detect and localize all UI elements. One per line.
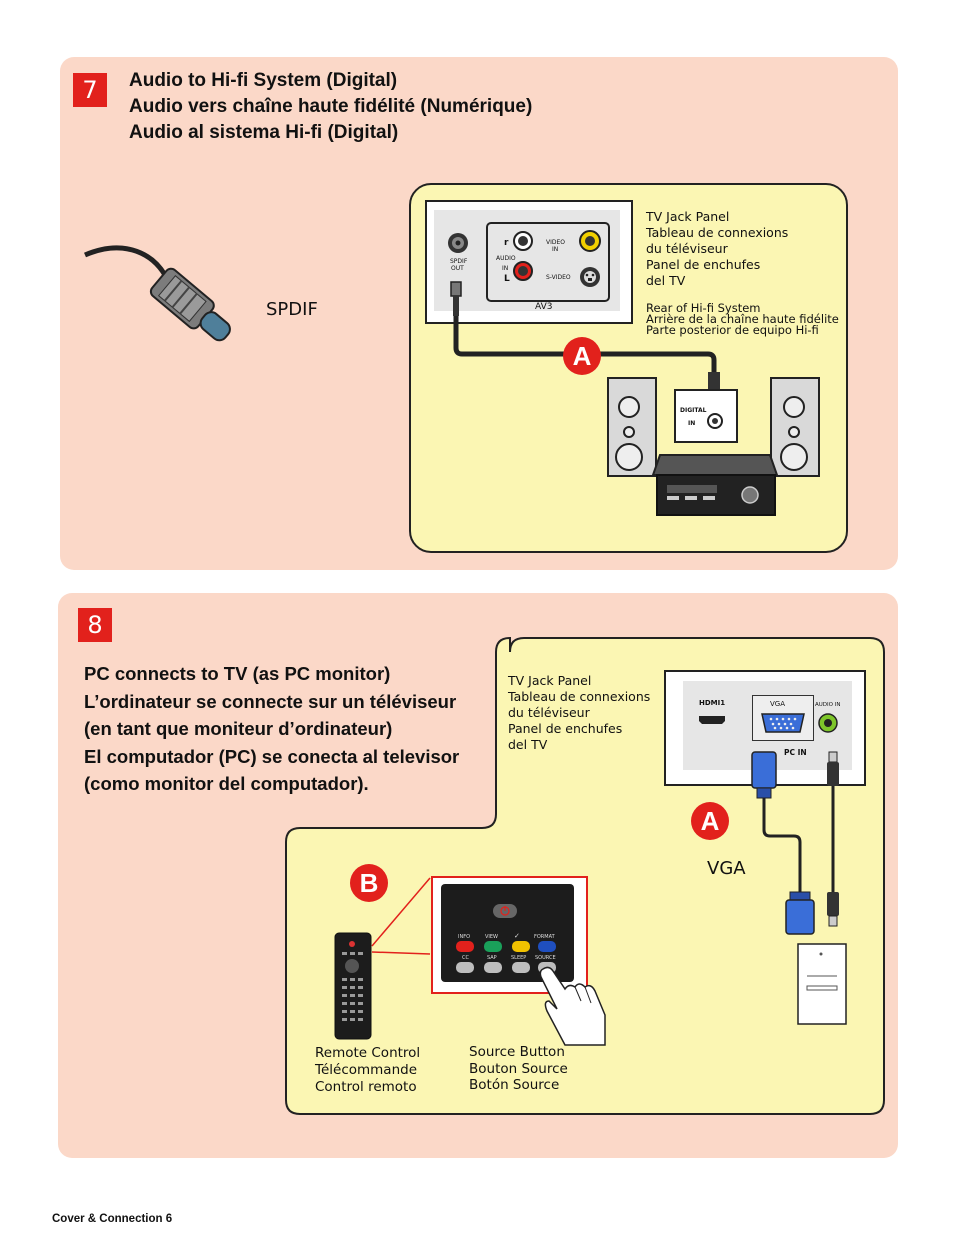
hifi-system-illustration xyxy=(607,377,820,516)
spdif-out-label-2: OUT xyxy=(451,265,464,272)
spdif-label: SPDIF xyxy=(266,299,318,320)
jack-l-letter: r xyxy=(504,238,509,248)
step-7-badge: 7 xyxy=(73,73,107,107)
cc-label: CC xyxy=(462,955,469,961)
view-label: VIEW xyxy=(485,934,498,940)
vga-port-icon xyxy=(761,713,805,733)
digital-in-label-1: DIGITAL xyxy=(680,407,707,414)
zoom-callout-lines xyxy=(371,877,431,955)
pc-in-label: PC IN xyxy=(784,748,807,757)
heading-line-en: Audio to Hi-fi System (Digital) xyxy=(129,70,398,91)
color-buttons-row[interactable] xyxy=(454,940,558,954)
power-button-icon[interactable] xyxy=(492,903,518,919)
sap-label: SAP xyxy=(487,955,497,961)
heading-line: L’ordinateur se connecte sur un télévise… xyxy=(84,690,457,712)
source-label: SOURCE xyxy=(535,955,556,961)
pc-tower-illustration xyxy=(797,943,847,1025)
video-in-label-1: VIDEO xyxy=(546,239,566,246)
tv-label-line: du téléviseur xyxy=(646,241,728,256)
audio-in-jack-icon xyxy=(818,713,838,733)
heading-line: (en tant que moniteur d’ordinateur) xyxy=(84,718,393,739)
hifi-label-line: Arrière de la chaîne haute fidélite xyxy=(646,312,839,326)
page-footer: Cover & Connection 6 xyxy=(52,1213,173,1225)
av3-label: AV3 xyxy=(535,302,553,312)
tv-label-line: TV Jack Panel xyxy=(508,673,592,688)
spdif-out-jack-icon xyxy=(448,233,468,253)
remote-control-illustration xyxy=(334,932,372,1040)
tv-label-line: Panel de enchufes xyxy=(646,257,761,272)
heading-line: (como monitor del computador). xyxy=(84,773,369,794)
in-label: IN xyxy=(502,265,509,272)
tv-label-line: Tableau de connexions xyxy=(646,225,789,240)
format-label: FORMAT xyxy=(534,934,555,940)
digital-in-label-2: IN xyxy=(688,420,696,427)
section-7-heading: Audio to Hi-fi System (Digital) Audio ve… xyxy=(129,68,532,146)
source-label-line: Bouton Source xyxy=(469,1060,568,1077)
source-label-line: Source Button xyxy=(469,1044,565,1060)
spdif-out-label-1: SPDIF xyxy=(450,258,468,265)
hdmi-port-icon xyxy=(699,716,725,724)
heading-line: El computador (PC) se conecta al televis… xyxy=(84,745,460,767)
tv-label-line: du téléviseur xyxy=(508,705,590,720)
video-in-label-2: IN xyxy=(552,246,559,253)
tv-jack-panel-labels-7: TV Jack Panel Tableau de connexions du t… xyxy=(646,209,788,289)
heading-line: PC connects to TV (as PC monitor) xyxy=(84,663,391,684)
source-label-line: Botón Source xyxy=(469,1077,560,1093)
tv-jack-panel-labels-8: TV Jack Panel Tableau de connexions du t… xyxy=(508,673,650,753)
vga-cable-label: VGA xyxy=(707,858,746,879)
video-in-jack-icon xyxy=(579,230,601,252)
tv-label-line: Panel de enchufes xyxy=(508,721,623,736)
remote-control-labels: Remote Control Télécommande Control remo… xyxy=(315,1045,420,1096)
hifi-labels: Rear of Hi-fi System Arrière de la chaîn… xyxy=(646,301,839,337)
info-label: INFO xyxy=(458,934,471,940)
section-8-heading: PC connects to TV (as PC monitor) L’ordi… xyxy=(84,660,459,798)
audio-label: AUDIO xyxy=(496,255,516,262)
spdif-cable-illustration xyxy=(84,245,231,342)
hifi-label-line: Parte posterior de equipo Hi-fi xyxy=(646,323,819,337)
source-button-labels: Source Button Bouton Source Botón Source xyxy=(469,1044,568,1094)
vga-audio-cables xyxy=(751,751,839,935)
tv-label-line: TV Jack Panel xyxy=(646,209,730,224)
tv-label-line: del TV xyxy=(508,737,548,752)
vga-port-label: VGA xyxy=(770,700,786,708)
heading-line-fr: Audio vers chaîne haute fidélité (Numéri… xyxy=(129,96,533,117)
audio-in-label: AUDIO IN xyxy=(815,702,841,708)
badge-a-7: A xyxy=(563,337,601,375)
tv-label-line: Tableau de connexions xyxy=(508,689,651,704)
audio-r-jack-icon xyxy=(513,261,533,281)
step-8-badge: 8 xyxy=(78,608,112,642)
heading-line-es: Audio al sistema Hi-fi (Digital) xyxy=(129,122,399,143)
audio-l-jack-icon xyxy=(513,231,533,251)
remote-label-line: Télécommande xyxy=(315,1062,418,1078)
tv-label-line: del TV xyxy=(646,273,686,288)
hdmi1-label: HDMI1 xyxy=(699,699,726,707)
remote-label-line: Control remoto xyxy=(315,1079,417,1095)
s-video-jack-icon xyxy=(580,267,600,287)
badge-b: B xyxy=(350,864,388,902)
hand-pointer-icon xyxy=(539,966,606,1046)
check-label: ✓ xyxy=(514,932,520,940)
hifi-label-line: Rear of Hi-fi System xyxy=(646,301,761,315)
s-video-label: S-VIDEO xyxy=(546,274,571,281)
sleep-label: SLEEP xyxy=(511,955,527,961)
jack-l-letter-2: L xyxy=(504,274,510,284)
badge-a-8: A xyxy=(691,802,729,840)
remote-label-line: Remote Control xyxy=(315,1045,421,1061)
